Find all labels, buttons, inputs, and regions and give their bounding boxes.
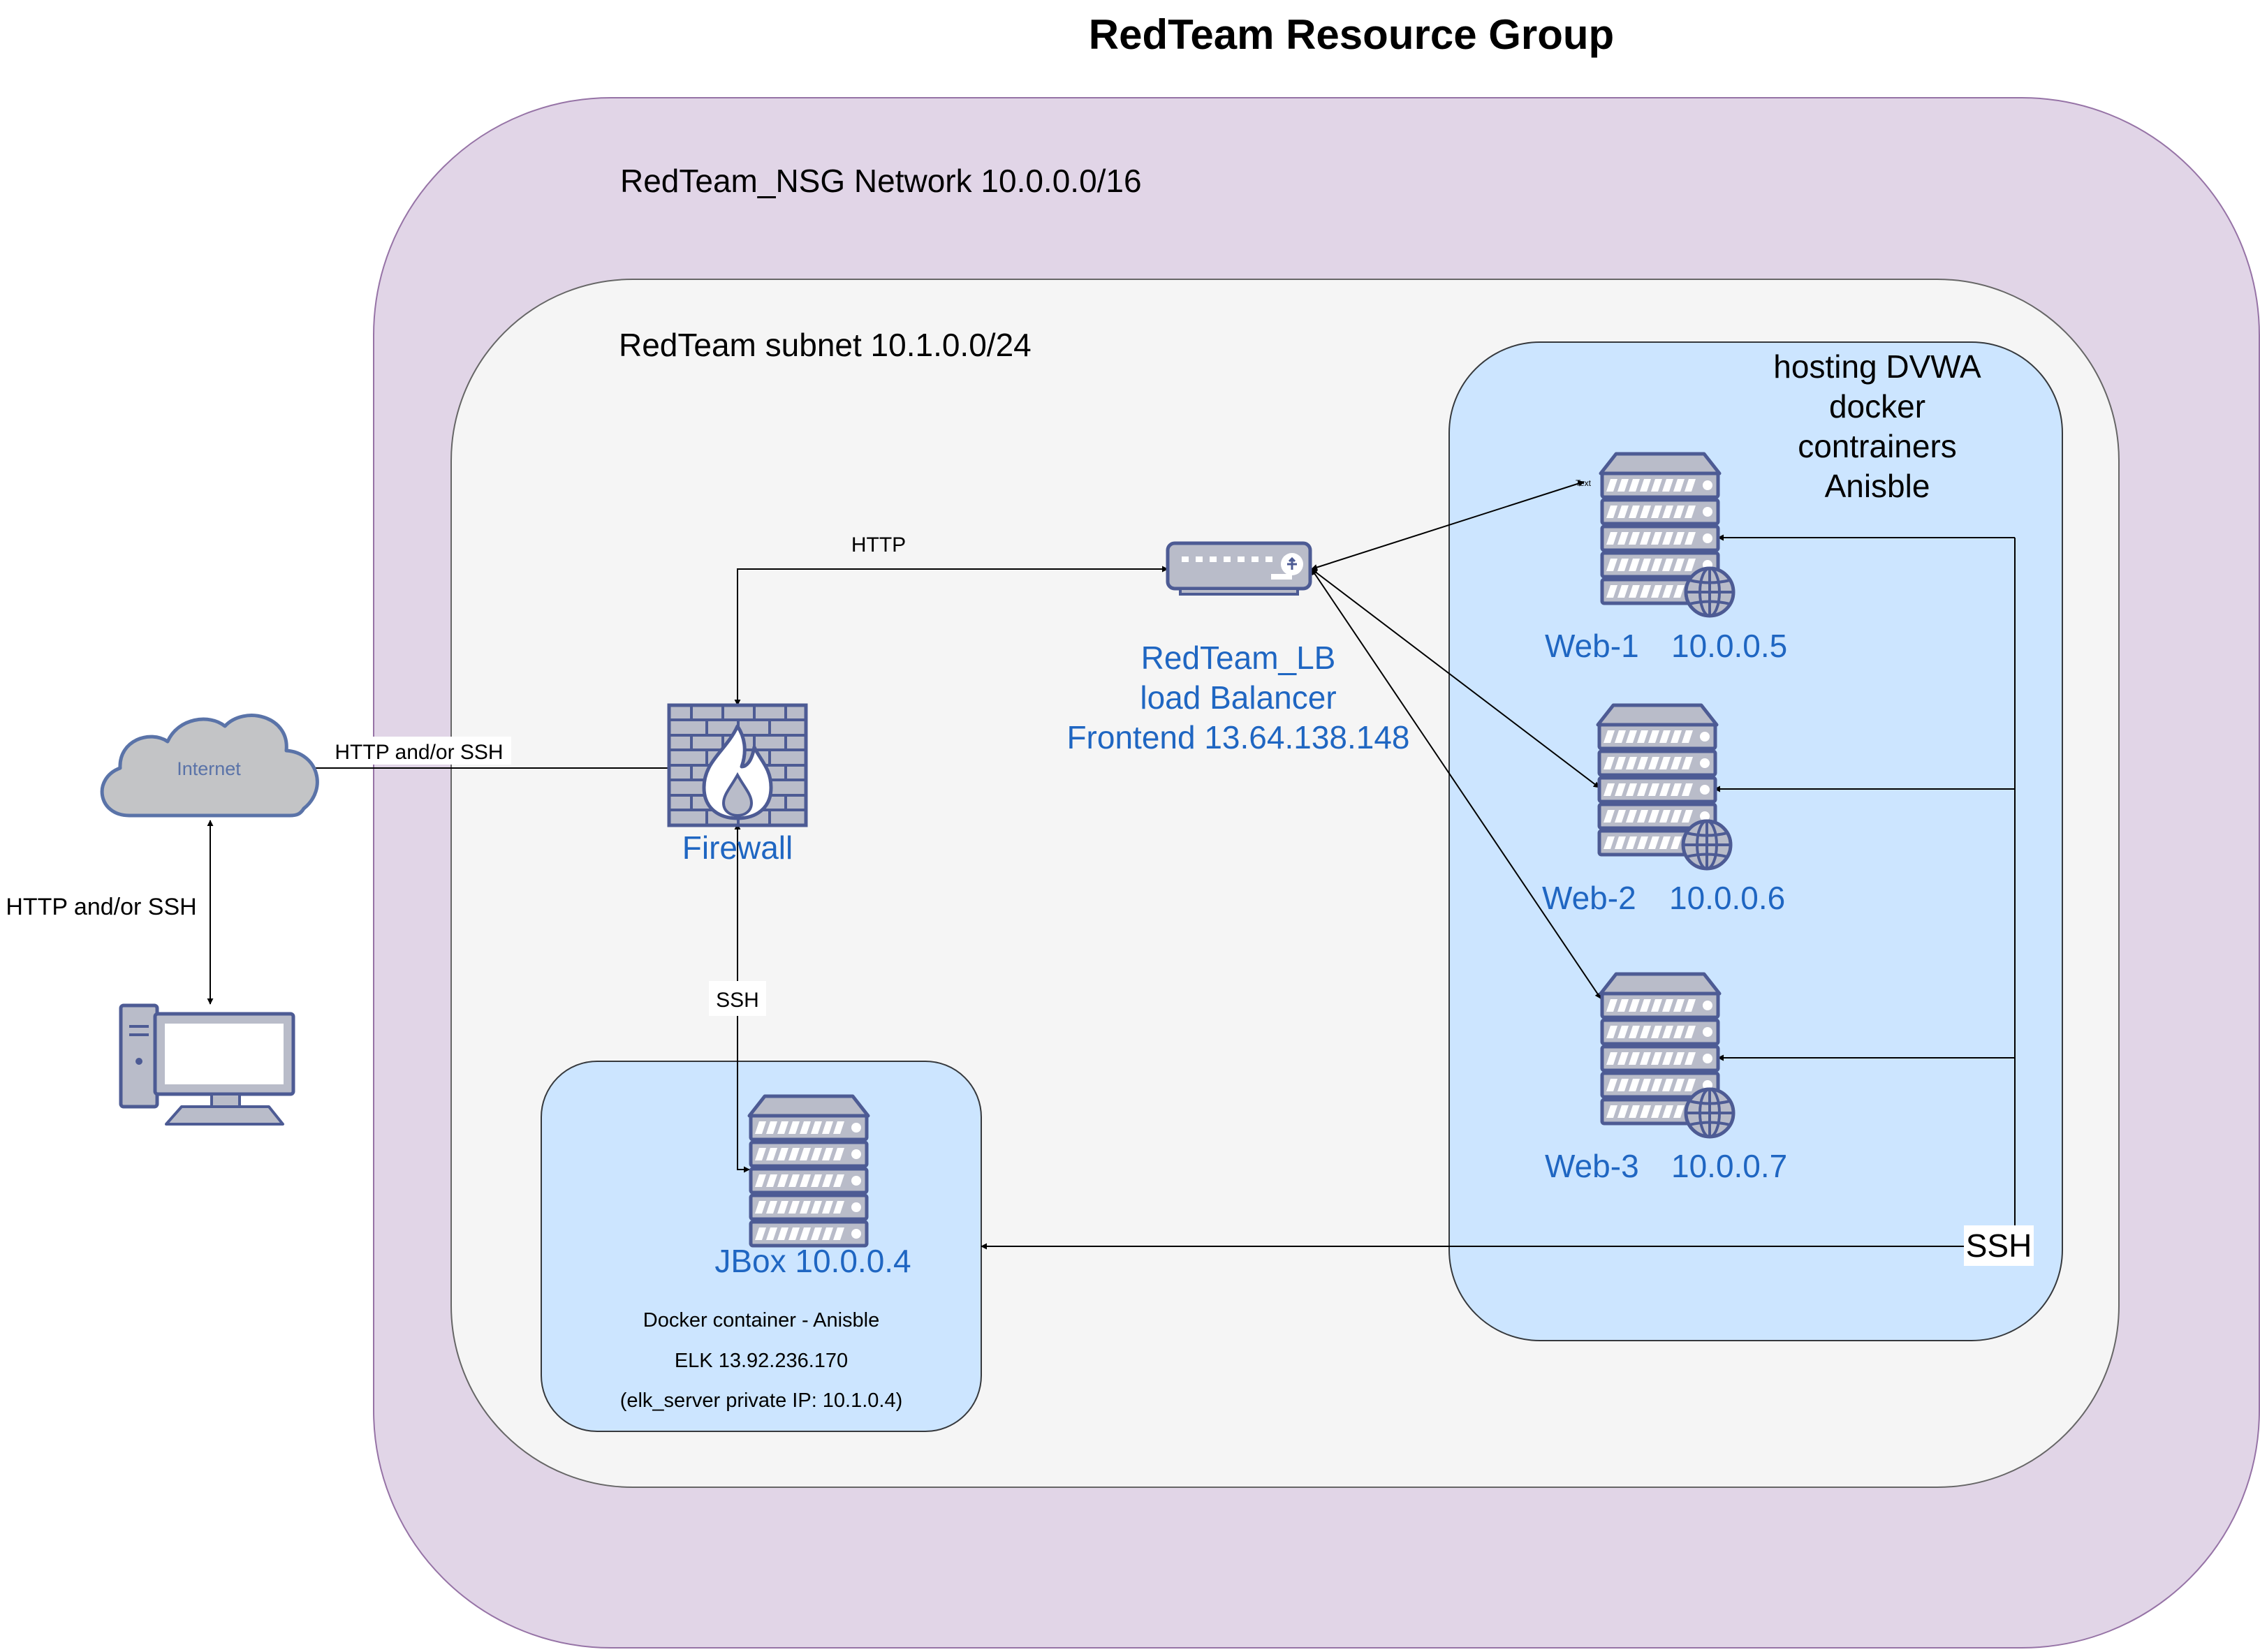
load-balancer-icon <box>1166 541 1312 596</box>
svg-text:hosting DVWA: hosting DVWA <box>1773 348 1981 385</box>
web-server-group <box>1448 341 2063 1341</box>
network-label: RedTeam_NSG Network 10.0.0.0/16 <box>620 163 1142 199</box>
edge-firewall-lb <box>734 566 1168 706</box>
svg-text:Anisble: Anisble <box>1825 468 1930 504</box>
svg-text:Docker container - Anisble: Docker container - Anisble <box>643 1309 880 1332</box>
internet-cloud-icon <box>100 714 319 818</box>
web2-server-icon <box>1598 705 1731 869</box>
svg-text:Frontend 13.64.138.148: Frontend 13.64.138.148 <box>1066 719 1409 755</box>
web1-server-icon <box>1601 454 1733 616</box>
edge-lb-web3 <box>1311 568 1601 999</box>
edge-label-bg <box>0 890 203 921</box>
firewall-label: Firewall <box>682 829 793 866</box>
web1-name: Web-1 <box>1545 628 1639 664</box>
subnet-label: RedTeam subnet 10.1.0.0/24 <box>619 327 1032 363</box>
desktop-computer-icon <box>119 1003 295 1126</box>
edge-label-pc-internet: HTTP and/or SSH <box>6 894 196 920</box>
edge-label-ssh-jbox: SSH <box>716 989 759 1012</box>
edge-label-bg <box>709 981 766 1016</box>
svg-text:contrainers: contrainers <box>1798 428 1957 464</box>
internet-label: Internet <box>177 758 241 779</box>
svg-text:RedTeam_LB: RedTeam_LB <box>1141 640 1336 676</box>
svg-text:load Balancer: load Balancer <box>1140 679 1336 716</box>
edge-label-ssh-webs: SSH <box>1966 1227 2032 1264</box>
edge-label-http: HTTP <box>851 533 906 556</box>
page-title: RedTeam Resource Group <box>1089 11 1614 58</box>
edge-label-internet-firewall: HTTP and/or SSH <box>335 741 503 764</box>
jbox-label: JBox 10.0.0.4 <box>714 1243 911 1279</box>
web1-ip: 10.0.0.5 <box>1671 628 1787 664</box>
jbox-server-icon <box>749 1096 868 1246</box>
svg-text:ELK 13.92.236.170: ELK 13.92.236.170 <box>675 1350 848 1372</box>
web3-ip: 10.0.0.7 <box>1671 1148 1787 1184</box>
web3-server-icon <box>1601 974 1733 1137</box>
svg-text:(elk_server private IP: 10.1.0: (elk_server private IP: 10.1.0.4) <box>620 1389 903 1412</box>
firewall-icon <box>667 703 808 827</box>
web2-ip: 10.0.0.6 <box>1669 880 1785 916</box>
edge-label-bg <box>1964 1225 2034 1266</box>
stray-text-label: Text <box>1576 478 1592 488</box>
jbox-details: Docker container - Anisble ELK 13.92.236… <box>620 1309 903 1412</box>
web-group-label: hosting DVWA docker contrainers Anisble <box>1773 348 1981 504</box>
web2-name: Web-2 <box>1542 880 1636 916</box>
load-balancer-label: RedTeam_LB load Balancer Frontend 13.64.… <box>1066 640 1409 755</box>
edge-lb-web1 <box>1311 480 1585 570</box>
web3-name: Web-3 <box>1545 1148 1639 1184</box>
svg-text:docker: docker <box>1829 388 1925 425</box>
edge-label-bg <box>328 737 511 765</box>
edge-jbox-firewall <box>734 823 750 1173</box>
